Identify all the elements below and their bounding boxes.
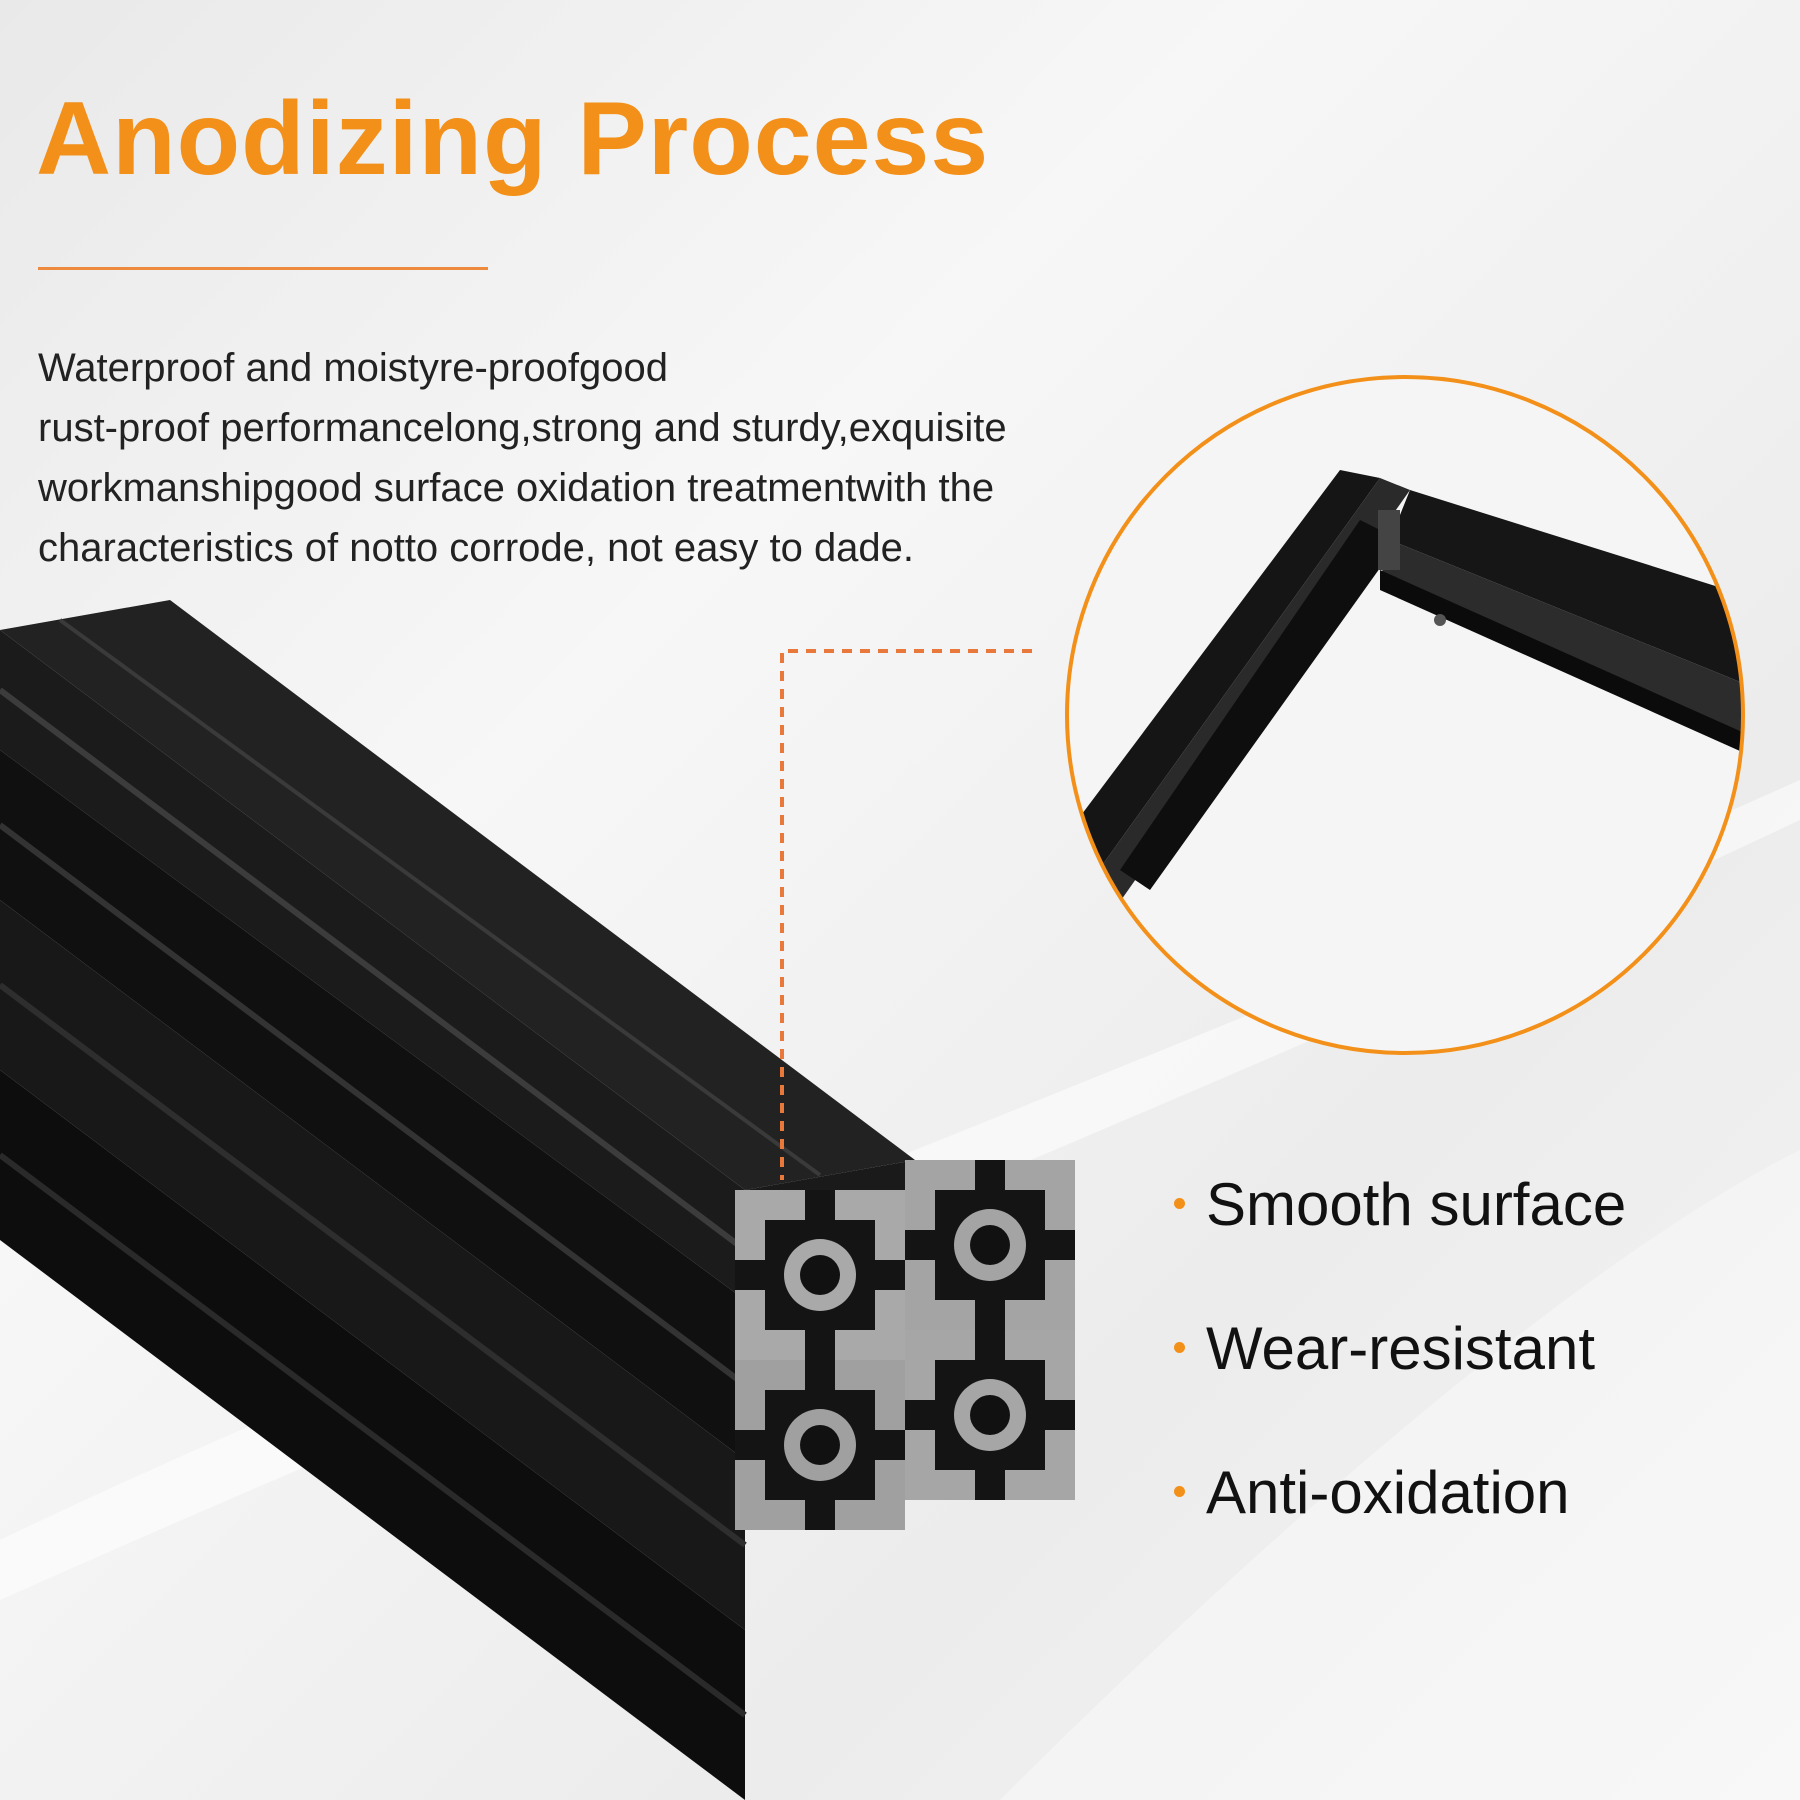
feature-list: Smooth surface Wear-resistant Anti-oxida… (1170, 1170, 1626, 1602)
magnified-detail-circle (1065, 375, 1745, 1055)
page-title: Anodizing Process (36, 81, 990, 197)
profile-bars (0, 600, 1070, 1800)
feature-item: Anti-oxidation (1170, 1458, 1626, 1602)
bullet-dot-icon (1174, 1198, 1185, 1209)
profile-cross-sections (735, 1160, 1075, 1530)
bullet-dot-icon (1174, 1486, 1185, 1497)
description-line: workmanshipgood surface oxidation treatm… (38, 466, 995, 510)
description-line: rust-proof performancelong,strong and st… (38, 406, 1007, 450)
bullet-dot-icon (1174, 1342, 1185, 1353)
feature-label: Wear-resistant (1206, 1315, 1596, 1382)
feature-label: Smooth surface (1206, 1171, 1627, 1238)
description-line: characteristics of notto corrode, not ea… (38, 526, 915, 570)
feature-item: Wear-resistant (1170, 1314, 1626, 1458)
corner-joint-detail (1067, 470, 1743, 930)
title-underline (38, 267, 488, 270)
description-line: Waterproof and moistyre-proofgood (38, 346, 668, 390)
description: Waterproof and moistyre-proofgood rust-p… (38, 338, 1118, 578)
feature-item: Smooth surface (1170, 1170, 1626, 1314)
aluminum-profile-bundle (0, 600, 1075, 1800)
feature-label: Anti-oxidation (1206, 1459, 1570, 1526)
